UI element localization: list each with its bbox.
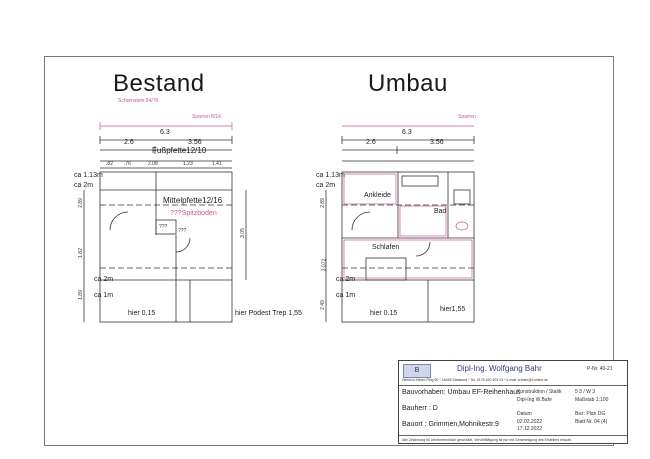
left-dims-row-3: 1.23	[183, 161, 193, 167]
right-plan-lines	[325, 136, 475, 323]
drawing-sheet-border	[44, 56, 614, 446]
left-dims-row-2: 2.08	[148, 161, 158, 167]
left-dims-row-0: .82	[106, 161, 113, 167]
left-level-2m-b: ca 2m	[94, 276, 114, 283]
left-plan-lines	[83, 136, 247, 323]
left-level-top: ca 1.13m	[74, 172, 103, 179]
left-side-dim-1: 1.82	[77, 248, 84, 258]
left-here-015: hier 0,15	[128, 310, 156, 317]
room-schlafen: Schlafen	[372, 244, 400, 251]
left-pink-label-b: Sparren 8/14	[192, 114, 221, 120]
left-middle-purlin: Mittelpfette12/16	[163, 196, 223, 205]
right-here-015: hier 0.15	[370, 310, 398, 317]
left-pink-label-a: Schornstein 84/76	[118, 98, 159, 104]
right-plan-pink	[342, 125, 474, 279]
date-2: 17.12.2022	[517, 426, 543, 432]
right-dim-overall: 6.3	[402, 129, 412, 136]
right-pink-label: Sparren	[458, 114, 476, 120]
title-block: B Dipl-Ing. Wolfgang Bahr P-Nr. 40-21 He…	[398, 360, 628, 444]
right-here-155: hier1,55	[440, 306, 466, 313]
left-dim-overall: 6.3	[160, 129, 170, 136]
right-side-dim-0: 2.89	[319, 198, 326, 208]
left-purlin-foot: Fußpfette12/10	[152, 146, 207, 155]
project-title: Bauvorhaben: Umbau EF-Reihenhaus	[402, 389, 521, 396]
client-name: Bauherr : D	[402, 405, 438, 412]
left-attic-label: ???Spitzboden	[170, 210, 217, 217]
date-label: Datum	[517, 411, 532, 417]
room-bad: Bad	[434, 208, 447, 215]
sheet-reference: 5 3 / W 3	[575, 389, 596, 395]
left-unknown-a: ???	[159, 224, 168, 230]
drawing-scale: Maßstab 1:100	[575, 397, 609, 403]
left-side-dim-2: 1.89	[77, 290, 84, 300]
right-side-dim-1: 3.072	[321, 258, 328, 272]
title-bestand: Bestand	[113, 70, 205, 97]
company-logo: B	[403, 364, 431, 378]
construction-label: Konstruktion / Statik	[517, 389, 562, 395]
left-dims-row-1: .76	[124, 161, 131, 167]
left-plan-rafters	[99, 122, 233, 130]
left-dims-row-4: 1.41	[212, 161, 222, 167]
title-umbau: Umbau	[368, 70, 448, 97]
plan-name: Bez: Plan DG	[575, 411, 606, 417]
date-1: 02.02.2022	[517, 419, 543, 425]
left-dim-a: 2.6	[124, 139, 134, 146]
sheet-number: Blatt Nr. 04 (4)	[575, 419, 608, 425]
left-side-dim-0: 2.89	[77, 198, 84, 208]
left-unknown-b: ???	[178, 228, 187, 234]
right-level-1m: ca 1m	[336, 292, 356, 299]
left-height-305: 3.05	[239, 228, 246, 238]
copyright-footer: Alle Zeichnung ist Urheberrechtlich gesc…	[402, 438, 572, 442]
right-dim-b: 3.56	[430, 139, 444, 146]
right-side-dim-2: 2.49	[319, 300, 326, 310]
project-number: P-Nr. 40-21	[587, 366, 613, 372]
company-address: Heinrich-Heine-Ring 90 * 18435 Stralsund…	[402, 378, 549, 382]
right-level-2m: ca 2m	[316, 182, 336, 189]
construction-value: Dipl-Ing W.Bahr	[517, 397, 553, 403]
left-dim-b: 3.56	[188, 139, 202, 146]
company-name: Dipl-Ing. Wolfgang Bahr	[457, 364, 542, 373]
project-location: Bauort : Grimmen,Mohnikestr.9	[402, 421, 499, 428]
right-level-2m-b: ca 2m	[336, 276, 356, 283]
left-level-2m: ca 2m	[74, 182, 94, 189]
right-level-top: ca 1.13m	[316, 172, 345, 179]
left-level-1m: ca 1m	[94, 292, 114, 299]
left-here-podest: hier Podest Trep 1,55	[235, 310, 302, 317]
room-ankleide: Ankleide	[364, 192, 391, 199]
right-dim-a: 2.6	[366, 139, 376, 146]
